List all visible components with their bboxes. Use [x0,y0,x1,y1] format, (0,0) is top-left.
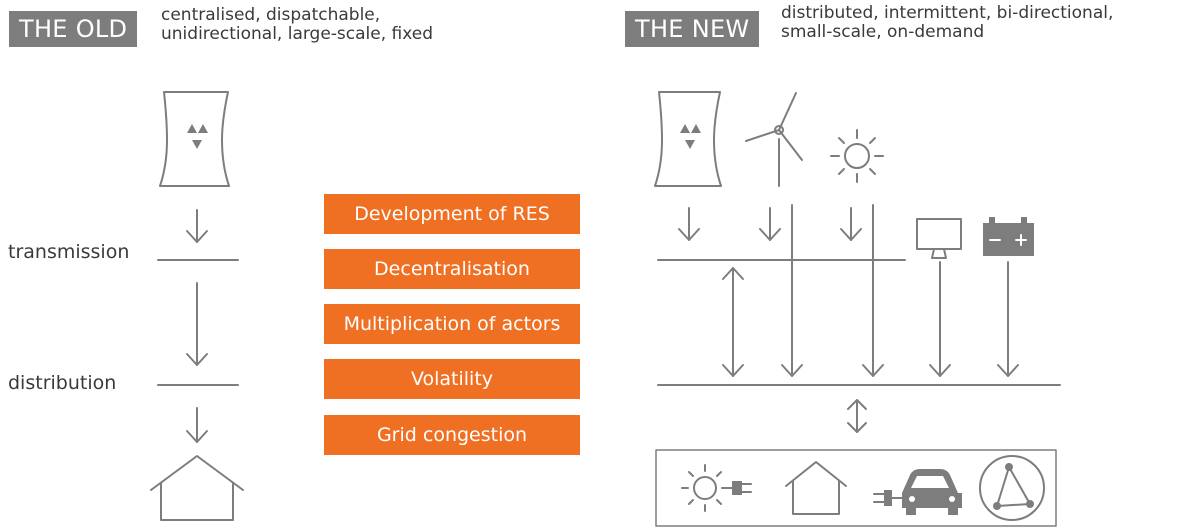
arrow-down-icon [781,204,803,377]
arrow-down-icon [186,407,208,443]
electric-car-icon [873,469,962,515]
new-tag: THE NEW [625,11,760,47]
transmission-label: transmission [8,241,130,263]
old-description: centralised, dispatchable, unidirectiona… [161,5,434,44]
bidirectional-arrow-icon [847,399,867,433]
arrow-down-icon [678,207,700,241]
distribution-label: distribution [8,372,117,394]
arrow-down-icon [929,261,951,377]
old-tag: THE OLD [9,11,138,47]
arrow-down-icon [759,207,781,241]
wind-turbine-icon [745,92,803,187]
nuclear-plant-icon [159,91,230,187]
driver-grid-congestion: Grid congestion [324,415,580,455]
new-description: distributed, intermittent, bi-directiona… [781,3,1114,42]
bidirectional-arrow-icon [722,267,744,377]
computer-monitor-icon [916,218,962,259]
house-icon [785,461,847,515]
battery-icon [983,217,1034,256]
consumers-box [655,449,1057,527]
driver-multiplication-of-actors: Multiplication of actors [324,304,580,344]
nuclear-plant-icon [654,91,722,187]
driver-decentralisation: Decentralisation [324,249,580,289]
driver-development-of-res: Development of RES [324,194,580,234]
arrow-down-icon [840,207,862,241]
sun-icon [830,129,884,183]
network-icon [979,455,1045,521]
house-icon [150,455,244,521]
arrow-down-icon [862,204,884,377]
arrow-down-icon [186,209,208,243]
arrow-down-icon [997,261,1019,377]
driver-volatility: Volatility [324,359,580,399]
solar-plug-icon [681,464,752,512]
arrow-down-icon [186,282,208,366]
